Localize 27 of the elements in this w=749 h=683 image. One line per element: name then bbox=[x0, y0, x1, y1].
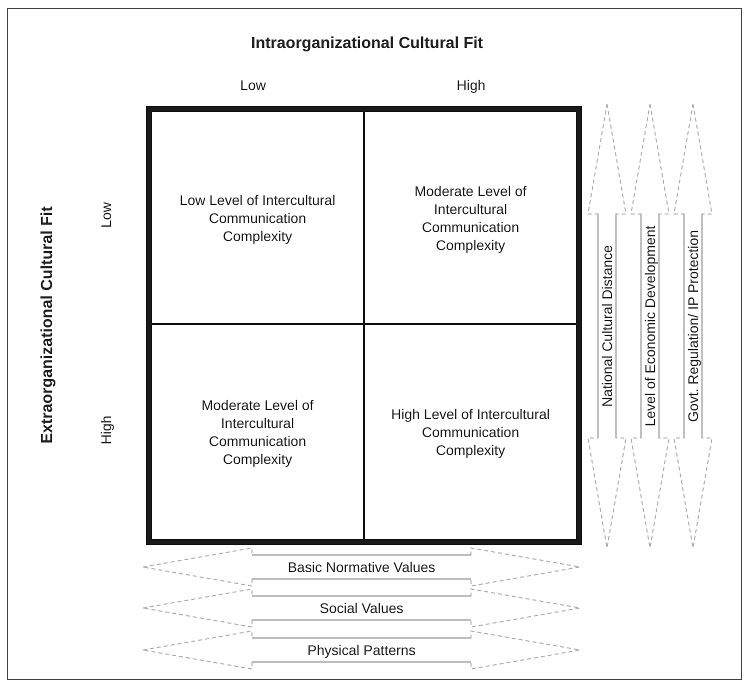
arrow-label: Level of Economic Development bbox=[642, 224, 658, 428]
axis-title: Extraorganizational Cultural Fit bbox=[39, 206, 57, 444]
arrow-label: Physical Patterns bbox=[306, 642, 417, 658]
quadrant-cell bbox=[364, 324, 577, 540]
double-arrow-band bbox=[143, 631, 580, 669]
arrow-label: National Cultural Distance bbox=[599, 244, 615, 408]
quadrant-cell bbox=[364, 111, 577, 324]
axis-tick-label: High bbox=[456, 77, 486, 93]
quadrant-text: Moderate Level of Intercultural Communication Complexity bbox=[413, 182, 528, 254]
double-arrow-band bbox=[143, 589, 580, 627]
quadrant-text: High Level of Intercultural Communication Complexity bbox=[390, 405, 550, 459]
quadrant-cell bbox=[151, 324, 364, 540]
double-arrow-band bbox=[588, 104, 626, 548]
arrow-label: Social Values bbox=[318, 600, 404, 616]
axis-tick-label: High bbox=[98, 416, 114, 444]
arrow-label: Basic Normative Values bbox=[286, 559, 436, 575]
axis-tick-label: Low bbox=[98, 202, 114, 228]
arrow-label: Govt. Regulation/ IP Protection bbox=[685, 229, 701, 423]
axis-tick-label: Low bbox=[240, 77, 266, 93]
quadrant-cell bbox=[151, 111, 364, 324]
quadrant-text: Low Level of Intercultural Communication Complexity bbox=[178, 190, 336, 244]
double-arrow-band bbox=[143, 548, 580, 586]
axis-title: Intraorganizational Cultural Fit bbox=[251, 35, 483, 53]
double-arrow-band bbox=[674, 104, 712, 548]
quadrant-text: Moderate Level of Intercultural Communication Complexity bbox=[200, 396, 315, 468]
double-arrow-band bbox=[631, 104, 669, 548]
matrix-grid bbox=[146, 106, 582, 545]
